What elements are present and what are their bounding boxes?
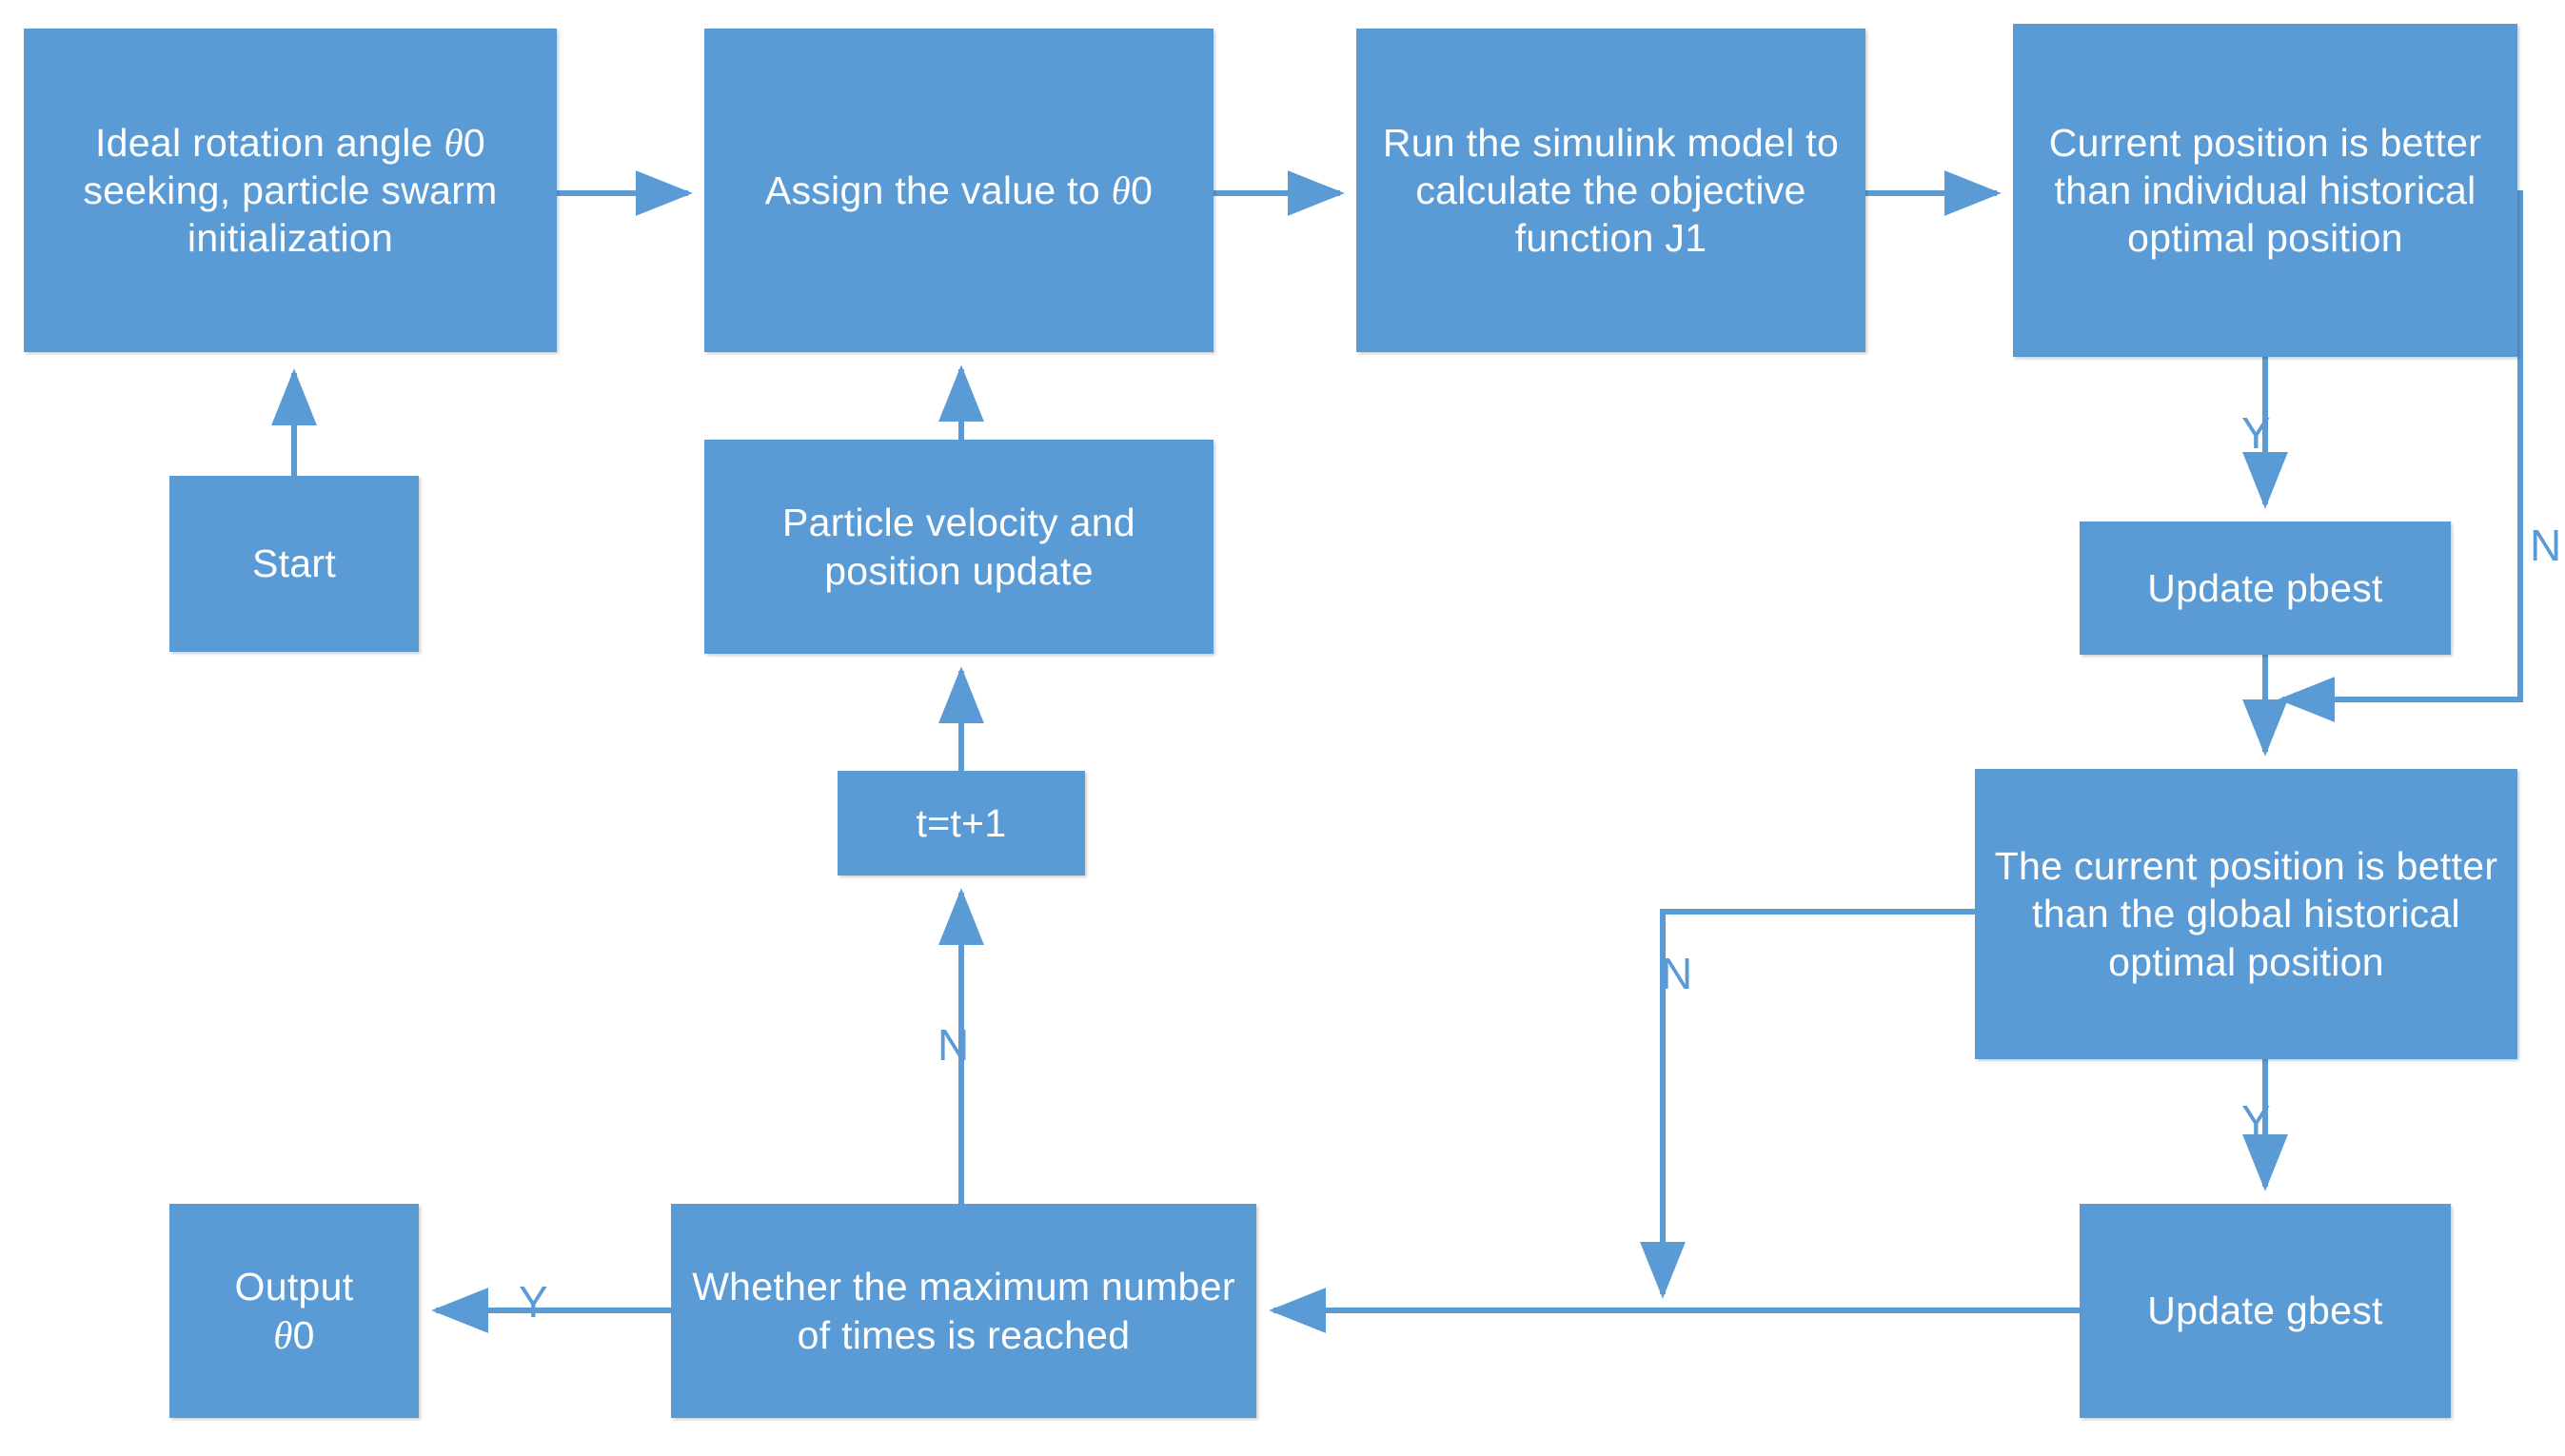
edge-label-n-gbest: N (1661, 949, 1693, 998)
node-gbest-condition-label: The current position is better than the … (1994, 844, 2498, 984)
node-velocity-label: Particle velocity and position update (782, 501, 1135, 593)
edge-label-n-pbest: N (2530, 521, 2562, 570)
node-max-iterations-condition[interactable]: Whether the maximum number of times is r… (671, 1204, 1256, 1418)
node-update-pbest[interactable]: Update pbest (2080, 521, 2451, 655)
node-gbest-condition[interactable]: The current position is better than the … (1975, 769, 2517, 1059)
node-start-label: Start (251, 541, 337, 586)
node-start[interactable]: Start (169, 476, 419, 652)
node-velocity-update[interactable]: Particle velocity and position update (704, 440, 1213, 654)
node-max-iterations-label: Whether the maximum number of times is r… (692, 1265, 1235, 1357)
node-t-increment[interactable]: t=t+1 (838, 771, 1085, 876)
node-assign[interactable]: Assign the value to θ0 (704, 29, 1213, 352)
edge-label-y-pbest: Y (2241, 408, 2271, 458)
node-pbest-condition[interactable]: Current position is better than individu… (2013, 24, 2517, 357)
edge-gbestcond-n-to-whether (1640, 909, 1975, 1299)
edge-label-y-gbest: Y (2241, 1096, 2271, 1146)
node-update-gbest[interactable]: Update gbest (2080, 1204, 2451, 1418)
node-update-gbest-label: Update gbest (2147, 1289, 2383, 1333)
node-update-pbest-label: Update pbest (2147, 565, 2383, 610)
node-init-label: Ideal rotation angle θ0 seeking, particl… (83, 120, 498, 260)
node-pbest-condition-label: Current position is better than individu… (2048, 120, 2482, 260)
node-init[interactable]: Ideal rotation angle θ0 seeking, particl… (24, 29, 557, 352)
node-t-increment-label: t=t+1 (916, 800, 1007, 845)
node-run-simulink[interactable]: Run the simulink model to calculate the … (1356, 29, 1865, 352)
edge-label-n-max-iterations: N (937, 1020, 970, 1070)
node-run-simulink-label: Run the simulink model to calculate the … (1382, 120, 1840, 260)
edge-label-y-output: Y (519, 1277, 548, 1327)
node-assign-label: Assign the value to θ0 (764, 167, 1154, 212)
